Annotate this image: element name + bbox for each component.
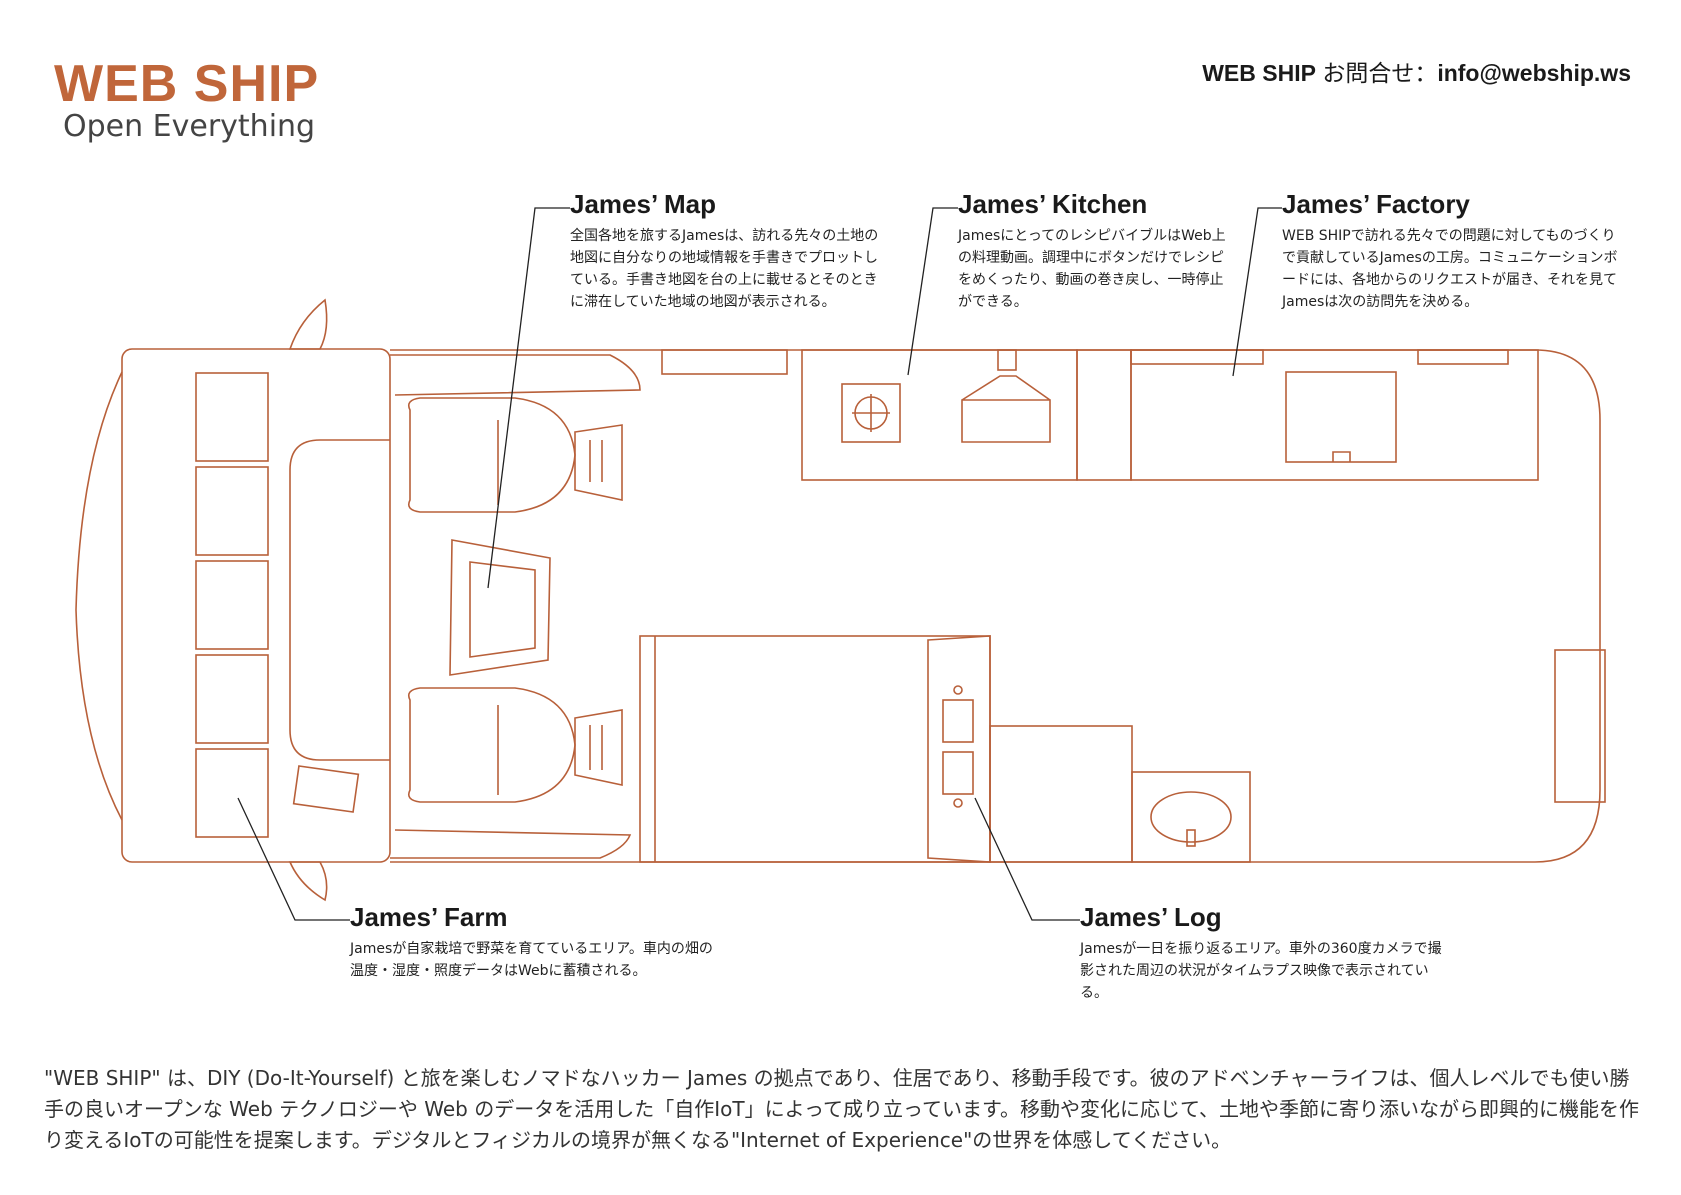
callout-kitchen-text: JamesにとってのレシピバイブルはWeb上の料理動画。調理中にボタンだけでレシ…: [958, 227, 1226, 310]
logo-tagline: Open Everything: [63, 109, 316, 144]
callout-log: James’ Log Jamesが一日を振り返るエリア。車外の360度カメラで撮…: [1080, 903, 1450, 1004]
mirror-top: [288, 298, 328, 350]
farm-sensor-box: [292, 765, 360, 813]
contact-info: WEB SHIP お問合せ：info@webship.ws: [1202, 62, 1631, 85]
factory-shelf-right: [1417, 349, 1509, 365]
factory-bench: [1130, 349, 1539, 481]
contact-label: お問合せ：: [1315, 60, 1438, 86]
dashboard-inner: [289, 439, 390, 761]
bed: [639, 635, 991, 863]
van-outline-group: [75, 298, 1606, 902]
callout-farm: James’ Farm Jamesが自家栽培で野菜を育てているエリア。車内の畑の…: [350, 903, 718, 982]
leader-farm: [237, 797, 350, 921]
contact-email[interactable]: info@webship.ws: [1437, 60, 1631, 86]
leader-lines: [237, 207, 1282, 921]
bath-basin: [1150, 791, 1232, 843]
log-screen-2: [942, 751, 974, 795]
contact-brand: WEB SHIP: [1202, 60, 1316, 86]
kitchen-divider: [1076, 349, 1132, 481]
callout-kitchen: James’ Kitchen JamesにとってのレシピバイブルはWeb上の料理…: [958, 190, 1230, 313]
farm-planter-1: [195, 372, 269, 462]
map-table-inner: [469, 561, 536, 658]
leader-map: [487, 207, 570, 589]
communication-board: [1285, 371, 1397, 463]
mirror-bottom: [288, 861, 328, 902]
rear-door: [1554, 649, 1606, 803]
van-front-curve: [75, 371, 123, 821]
kitchen-sink: [961, 375, 1051, 443]
callout-farm-text: Jamesが自家栽培で野菜を育てているエリア。車内の畑の温度・湿度・照度データは…: [350, 940, 713, 979]
front-wedge-top: [390, 354, 641, 396]
passenger-seat: [407, 687, 623, 803]
driver-seat: [407, 397, 623, 513]
leader-factory: [1232, 207, 1282, 377]
farm-planter-3: [195, 560, 269, 650]
van-cab-block: [121, 348, 391, 863]
farm-planter-4: [195, 654, 269, 744]
map-table-outer: [449, 539, 551, 676]
bath-cabinet: [989, 725, 1133, 863]
bath-basin-stand: [1131, 771, 1251, 863]
callout-map-text: 全国各地を旅するJamesは、訪れる先々の土地の地図に自分なりの地域情報を手書き…: [570, 227, 879, 310]
logo-title: WEB SHIP: [54, 55, 320, 113]
leader-kitchen: [907, 207, 958, 376]
callout-log-text: Jamesが一日を振り返るエリア。車外の360度カメラで撮影された周辺の状況がタ…: [1080, 940, 1442, 1001]
callout-map: James’ Map 全国各地を旅するJamesは、訪れる先々の土地の地図に自分…: [570, 190, 888, 313]
log-panel: [927, 635, 991, 863]
kitchen-stove: [841, 383, 901, 443]
callout-farm-title: James’ Farm: [350, 902, 508, 932]
leader-log: [974, 797, 1080, 921]
factory-shelf-left: [1130, 349, 1264, 365]
callout-factory-title: James’ Factory: [1282, 189, 1470, 219]
front-wedge-bottom: [390, 829, 632, 859]
callout-factory: James’ Factory WEB SHIPで訪れる先々での問題に対してものづ…: [1282, 190, 1618, 313]
footer-description: "WEB SHIP" は、DIY (Do-It-Yourself) と旅を楽しむ…: [44, 1066, 1639, 1152]
van-body-outline: [390, 349, 1601, 863]
farm-planter-2: [195, 466, 269, 556]
farm-planter-5: [195, 748, 269, 838]
top-shelf: [661, 349, 788, 375]
callout-log-title: James’ Log: [1080, 902, 1222, 932]
callout-map-title: James’ Map: [570, 189, 716, 219]
kitchen-counter: [801, 349, 1078, 481]
log-screen-1: [942, 699, 974, 743]
kitchen-faucet: [997, 349, 1017, 371]
callout-kitchen-title: James’ Kitchen: [958, 189, 1148, 219]
callout-factory-text: WEB SHIPで訪れる先々での問題に対してものづくりで貢献しているJamesの…: [1282, 227, 1618, 310]
